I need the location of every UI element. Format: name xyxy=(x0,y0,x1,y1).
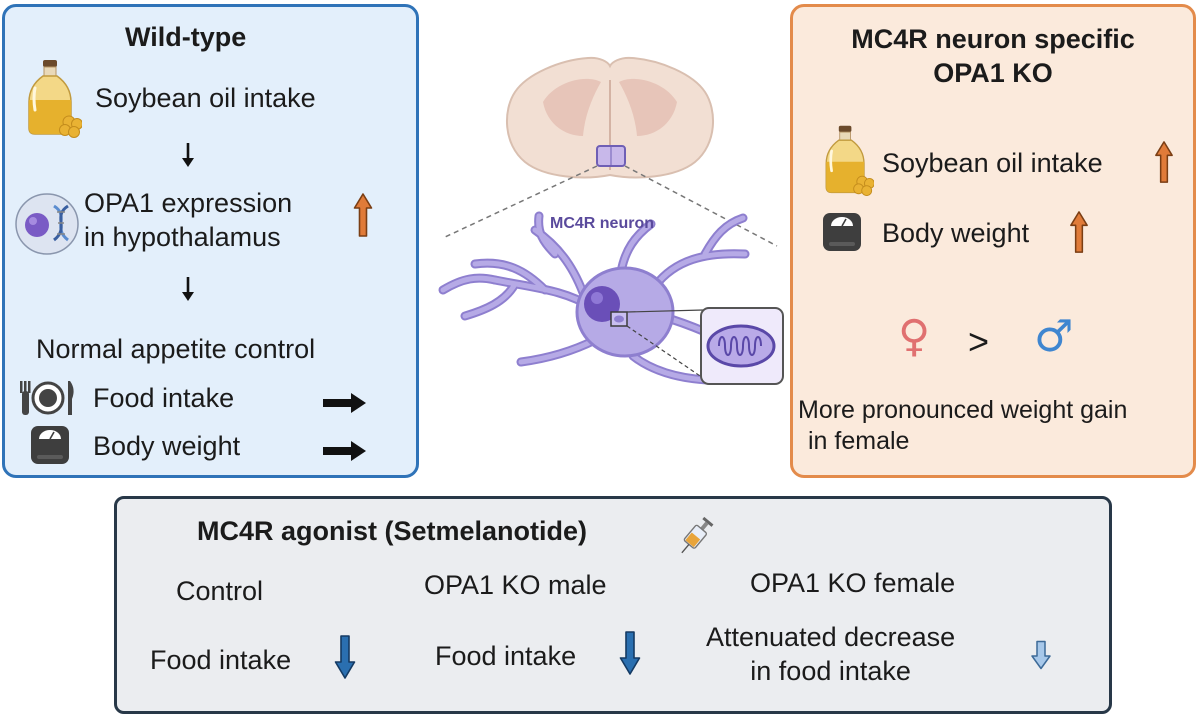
agonist-panel xyxy=(114,496,1112,714)
wt-body-weight: Body weight xyxy=(93,431,241,461)
greater-than-sign: > xyxy=(968,321,990,362)
right-arrow-icon xyxy=(323,441,366,461)
opa1-ko-male-label: OPA1 KO male xyxy=(424,570,607,600)
mc4r-neuron-label: MC4R neuron xyxy=(550,215,654,232)
down-small-arrow-icon xyxy=(182,143,194,167)
oil-bottle-icon xyxy=(824,124,874,196)
wt-food-intake: Food intake xyxy=(93,383,235,413)
brain-icon xyxy=(506,56,714,179)
up-arrow-icon xyxy=(353,193,373,237)
control-food-intake: Food intake xyxy=(150,645,292,675)
scale-icon xyxy=(30,425,70,465)
up-arrow-icon xyxy=(1070,211,1088,253)
ko-title: MC4R neuron specific OPA1 KO xyxy=(851,24,1135,88)
control-label: Control xyxy=(176,576,264,606)
syringe-icon xyxy=(681,516,714,554)
male-food-intake: Food intake xyxy=(435,641,577,671)
ko-weight-gain-note: More pronounced weight gain in female xyxy=(798,396,1128,455)
down-small-arrow-icon xyxy=(182,277,194,301)
cell-dna-icon xyxy=(15,193,79,255)
neuron-icon xyxy=(438,211,756,385)
ko-body-weight: Body weight xyxy=(882,218,1030,248)
female-attenuated-decrease: Attenuated decrease in food intake xyxy=(706,622,956,686)
opa1-ko-female-label: OPA1 KO female xyxy=(750,568,956,598)
right-arrow-icon xyxy=(323,393,366,413)
male-symbol-icon: ♂ xyxy=(1034,311,1074,362)
female-symbol-icon: ♀ xyxy=(898,311,931,362)
brain-neuron-illustration xyxy=(438,56,784,385)
opa1-expression-label: OPA1 expression in hypothalamus xyxy=(84,188,293,252)
up-arrow-icon xyxy=(1155,141,1173,183)
wt-soybean-oil-intake: Soybean oil intake xyxy=(95,83,316,113)
normal-appetite-control: Normal appetite control xyxy=(36,334,316,364)
down-arrow-icon xyxy=(619,631,641,675)
mitochondria-icon xyxy=(700,307,784,385)
wild-type-title: Wild-type xyxy=(125,22,247,52)
ko-soybean-oil-intake: Soybean oil intake xyxy=(882,148,1103,178)
scale-icon xyxy=(822,212,862,252)
down-arrow-light-icon xyxy=(1031,640,1051,670)
agonist-title: MC4R agonist (Setmelanotide) xyxy=(197,516,588,546)
down-arrow-icon xyxy=(334,635,356,679)
plate-icon xyxy=(18,379,76,417)
oil-bottle-icon xyxy=(27,58,82,138)
